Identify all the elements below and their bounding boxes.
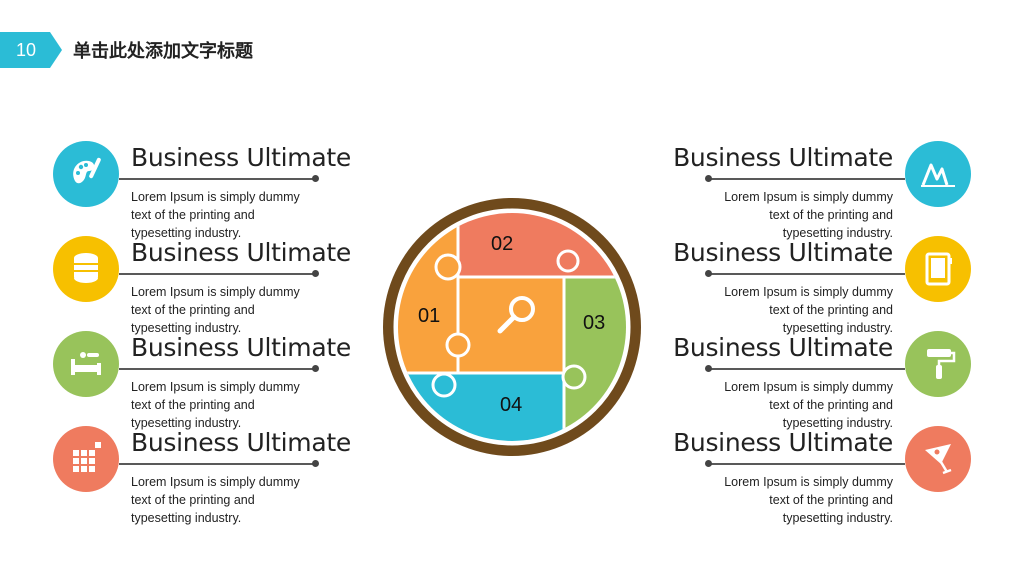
grid-icon [53, 426, 119, 492]
item-description: Lorem Ipsum is simply dummy text of the … [724, 380, 893, 430]
left-item-2: Business Ultimate Lorem Ipsum is simply … [53, 236, 383, 335]
right-item-3: Business Ultimate Lorem Ipsum is simply … [641, 331, 971, 430]
item-title: Business Ultimate [131, 238, 351, 267]
item-description: Lorem Ipsum is simply dummy text of the … [724, 190, 893, 240]
palette-icon [53, 141, 119, 207]
divider-line [709, 273, 905, 275]
puzzle-piece-label-03: 03 [583, 312, 606, 334]
divider-line [119, 463, 315, 465]
item-description: Lorem Ipsum is simply dummy text of the … [724, 475, 893, 525]
line-end-dot [705, 175, 712, 182]
divider-line [709, 368, 905, 370]
left-item-1: Business Ultimate Lorem Ipsum is simply … [53, 141, 383, 240]
item-title: Business Ultimate [673, 333, 893, 362]
puzzle-piece-label-02: 02 [491, 233, 514, 255]
line-end-dot [705, 270, 712, 277]
line-end-dot [312, 270, 319, 277]
line-end-dot [312, 175, 319, 182]
item-description: Lorem Ipsum is simply dummy text of the … [131, 380, 300, 430]
slide-number: 10 [15, 40, 37, 60]
bed-icon [53, 331, 119, 397]
notebook-icon [905, 236, 971, 302]
line-end-dot [705, 365, 712, 372]
right-item-1: Business Ultimate Lorem Ipsum is simply … [641, 141, 971, 240]
item-description: Lorem Ipsum is simply dummy text of the … [131, 475, 300, 525]
coin-stack-icon [53, 236, 119, 302]
item-description: Lorem Ipsum is simply dummy text of the … [724, 285, 893, 335]
line-end-dot [312, 460, 319, 467]
divider-line [119, 178, 315, 180]
right-item-4: Business Ultimate Lorem Ipsum is simply … [641, 426, 971, 525]
divider-line [709, 463, 905, 465]
left-item-4: Business Ultimate Lorem Ipsum is simply … [53, 426, 383, 525]
puzzle-piece-label-01: 01 [418, 305, 441, 327]
item-description: Lorem Ipsum is simply dummy text of the … [131, 285, 300, 335]
item-title: Business Ultimate [673, 143, 893, 172]
paint-roller-icon [905, 331, 971, 397]
item-description: Lorem Ipsum is simply dummy text of the … [131, 190, 300, 240]
chart-peak-icon [905, 141, 971, 207]
left-item-3: Business Ultimate Lorem Ipsum is simply … [53, 331, 383, 430]
line-end-dot [705, 460, 712, 467]
divider-line [119, 273, 315, 275]
item-title: Business Ultimate [131, 428, 351, 457]
divider-line [119, 368, 315, 370]
puzzle-piece-label-04: 04 [500, 394, 523, 416]
divider-line [709, 178, 905, 180]
item-title: Business Ultimate [673, 238, 893, 267]
item-title: Business Ultimate [673, 428, 893, 457]
line-end-dot [312, 365, 319, 372]
item-title: Business Ultimate [131, 143, 351, 172]
slide-number-badge: 10 [0, 32, 62, 68]
right-item-2: Business Ultimate Lorem Ipsum is simply … [641, 236, 971, 335]
magnifier-icon [494, 291, 542, 339]
item-title: Business Ultimate [131, 333, 351, 362]
slide-title: 单击此处添加文字标题 [73, 41, 253, 62]
puzzle-circle: 01 02 03 04 [378, 195, 646, 468]
cocktail-icon [905, 426, 971, 492]
